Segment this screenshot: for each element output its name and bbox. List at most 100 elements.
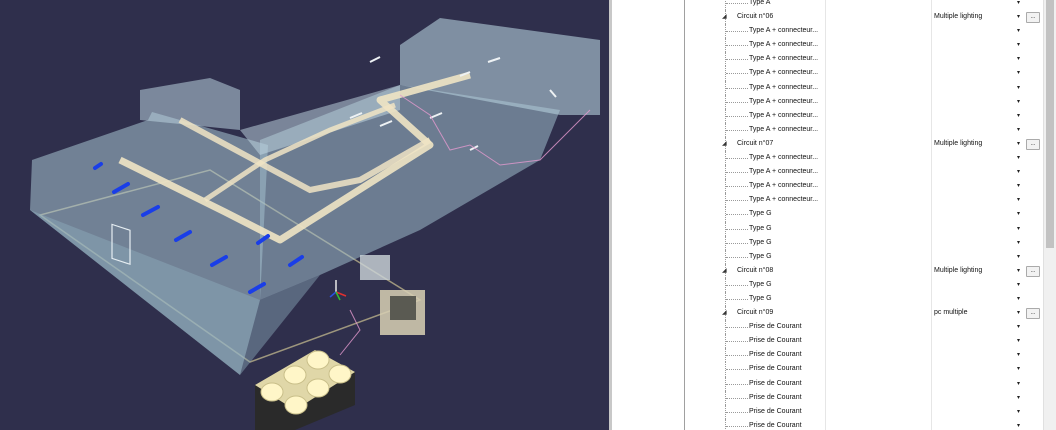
tree-item-row[interactable]: Prise de Courant▾ bbox=[685, 376, 1044, 391]
tree-item-row[interactable]: Type A + connecteur...▾ bbox=[685, 94, 1044, 109]
ellipsis-button[interactable]: ... bbox=[1026, 12, 1040, 24]
grid-cell[interactable] bbox=[931, 221, 932, 236]
dropdown-arrow-icon[interactable]: ▾ bbox=[1017, 126, 1021, 133]
dropdown-arrow-icon[interactable]: ▾ bbox=[1017, 422, 1021, 429]
3d-viewport[interactable] bbox=[0, 0, 612, 430]
dropdown-arrow-icon[interactable]: ▾ bbox=[1017, 239, 1021, 246]
dropdown-arrow-icon[interactable]: ▾ bbox=[1017, 225, 1021, 232]
tree-item-row[interactable]: Prise de Courant▾ bbox=[685, 362, 1044, 377]
grid-cell[interactable] bbox=[931, 108, 932, 123]
collapse-triangle-icon[interactable]: ◢ bbox=[722, 310, 727, 317]
dropdown-arrow-icon[interactable]: ▾ bbox=[1017, 0, 1021, 6]
grid-cell[interactable] bbox=[825, 221, 826, 236]
dropdown-arrow-icon[interactable]: ▾ bbox=[1017, 197, 1021, 204]
grid-cell[interactable] bbox=[931, 291, 932, 307]
grid-cell[interactable] bbox=[825, 193, 826, 208]
dropdown-arrow-icon[interactable]: ▾ bbox=[1017, 380, 1021, 387]
tree-item-row[interactable]: Type A + connecteur...▾ bbox=[685, 193, 1044, 208]
tree-item-row[interactable]: Prise de Courant▾ bbox=[685, 418, 1044, 430]
tree-item-row[interactable]: Type A + connecteur...▾ bbox=[685, 80, 1044, 95]
grid-cell[interactable] bbox=[931, 362, 932, 377]
grid-cell[interactable] bbox=[931, 151, 932, 166]
grid-cell[interactable] bbox=[931, 306, 932, 321]
grid-cell[interactable] bbox=[931, 348, 932, 363]
grid-cell[interactable] bbox=[931, 249, 932, 264]
vertical-scrollbar[interactable] bbox=[1043, 0, 1056, 430]
grid-cell[interactable] bbox=[825, 306, 826, 321]
tree-item-row[interactable]: Type A + connecteur...▾ bbox=[685, 24, 1044, 39]
grid-cell[interactable] bbox=[931, 24, 932, 39]
tree-item-row[interactable]: Prise de Courant▾ bbox=[685, 390, 1044, 405]
tree-item-row[interactable]: Type G▾ bbox=[685, 221, 1044, 236]
grid-cell[interactable] bbox=[825, 320, 826, 335]
grid-cell[interactable] bbox=[931, 165, 932, 180]
tree-item-row[interactable]: Type A + connecteur...▾ bbox=[685, 108, 1044, 123]
grid-cell[interactable] bbox=[825, 10, 826, 25]
grid-cell[interactable] bbox=[931, 418, 932, 430]
ellipsis-button[interactable]: ... bbox=[1026, 265, 1040, 277]
grid-cell[interactable] bbox=[825, 38, 826, 53]
grid-cell[interactable] bbox=[825, 418, 826, 430]
dropdown-arrow-icon[interactable]: ▾ bbox=[1017, 28, 1021, 35]
grid-cell[interactable] bbox=[931, 404, 932, 419]
grid-cell[interactable] bbox=[931, 193, 932, 208]
grid-cell[interactable] bbox=[931, 376, 932, 391]
grid-cell[interactable] bbox=[931, 94, 932, 109]
dropdown-arrow-icon[interactable]: ▾ bbox=[1017, 338, 1021, 345]
tree-item-row[interactable]: Type A + connecteur...▾ bbox=[685, 165, 1044, 180]
dropdown-arrow-icon[interactable]: ▾ bbox=[1017, 310, 1021, 317]
grid-cell[interactable] bbox=[825, 207, 826, 222]
dropdown-arrow-icon[interactable]: ▾ bbox=[1017, 324, 1021, 331]
dropdown-arrow-icon[interactable]: ▾ bbox=[1017, 14, 1021, 21]
grid-cell[interactable] bbox=[931, 320, 932, 335]
grid-cell[interactable] bbox=[931, 10, 932, 25]
grid-cell[interactable] bbox=[825, 24, 826, 39]
dropdown-arrow-icon[interactable]: ▾ bbox=[1017, 408, 1021, 415]
tree-item-row[interactable]: Type A + connecteur...▾ bbox=[685, 38, 1044, 53]
grid-cell[interactable] bbox=[931, 334, 932, 349]
tree-item-row[interactable]: Type A + connecteur...▾ bbox=[685, 122, 1044, 137]
grid-cell[interactable] bbox=[825, 136, 826, 152]
tree-item-row[interactable]: Type A + connecteur...▾ bbox=[685, 179, 1044, 194]
dropdown-arrow-icon[interactable]: ▾ bbox=[1017, 140, 1021, 147]
grid-cell[interactable] bbox=[825, 80, 826, 95]
grid-cell[interactable] bbox=[825, 52, 826, 67]
ellipsis-button[interactable]: ... bbox=[1026, 138, 1040, 150]
dropdown-arrow-icon[interactable]: ▾ bbox=[1017, 98, 1021, 105]
grid-cell[interactable] bbox=[931, 136, 932, 152]
tree-item-row[interactable]: Type G▾ bbox=[685, 235, 1044, 250]
grid-cell[interactable] bbox=[825, 0, 826, 11]
ellipsis-button[interactable]: ... bbox=[1026, 308, 1040, 320]
grid-cell[interactable] bbox=[825, 165, 826, 180]
dropdown-arrow-icon[interactable]: ▾ bbox=[1017, 253, 1021, 260]
dropdown-arrow-icon[interactable]: ▾ bbox=[1017, 112, 1021, 119]
grid-cell[interactable] bbox=[825, 277, 826, 292]
grid-cell[interactable] bbox=[825, 249, 826, 264]
tree-item-row[interactable]: Type A + connecteur...▾ bbox=[685, 151, 1044, 166]
grid-cell[interactable] bbox=[931, 66, 932, 81]
tree-item-row[interactable]: Type G▾ bbox=[685, 207, 1044, 222]
grid-cell[interactable] bbox=[825, 151, 826, 166]
tree-item-row[interactable]: Prise de Courant▾ bbox=[685, 348, 1044, 363]
dropdown-arrow-icon[interactable]: ▾ bbox=[1017, 295, 1021, 302]
grid-cell[interactable] bbox=[825, 122, 826, 137]
grid-cell[interactable] bbox=[825, 404, 826, 419]
tree-item-row[interactable]: Type G▾ bbox=[685, 291, 1044, 307]
grid-cell[interactable] bbox=[825, 66, 826, 81]
dropdown-arrow-icon[interactable]: ▾ bbox=[1017, 70, 1021, 77]
grid-cell[interactable] bbox=[825, 235, 826, 250]
grid-cell[interactable] bbox=[825, 179, 826, 194]
tree-item-row[interactable]: Type G▾ bbox=[685, 277, 1044, 292]
grid-cell[interactable] bbox=[931, 0, 932, 11]
scrollbar-thumb[interactable] bbox=[1046, 0, 1054, 248]
grid-cell[interactable] bbox=[931, 277, 932, 292]
grid-cell[interactable] bbox=[825, 291, 826, 307]
grid-cell[interactable] bbox=[825, 108, 826, 123]
dropdown-arrow-icon[interactable]: ▾ bbox=[1017, 394, 1021, 401]
grid-cell[interactable] bbox=[825, 94, 826, 109]
